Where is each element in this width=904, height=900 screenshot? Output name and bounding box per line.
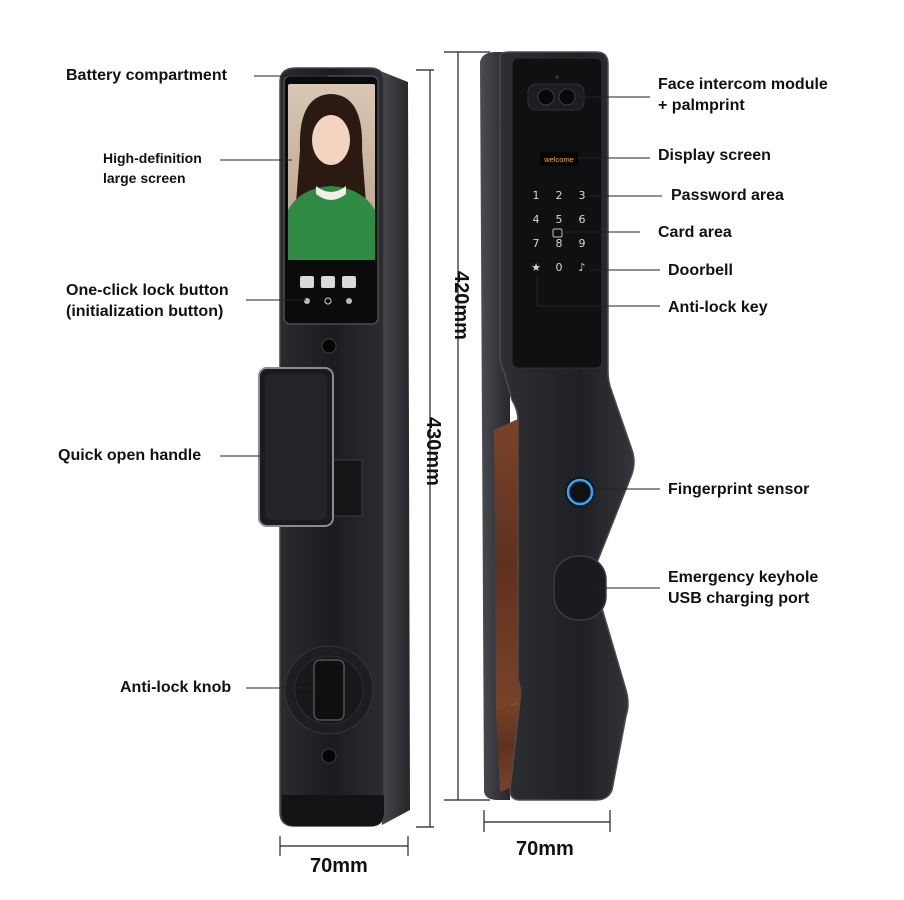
label-one-click-lock-line2: (initialization button)	[66, 303, 224, 320]
power-icon	[324, 297, 332, 305]
keypad-key[interactable]: 7	[533, 237, 540, 250]
dimension-back-width: 70mm	[310, 855, 368, 877]
dimension-front-height: 420mm	[449, 271, 472, 340]
quick-open-handle[interactable]	[258, 367, 363, 527]
keypad-key[interactable]: 6	[579, 213, 586, 226]
label-hd-screen-line2: large screen	[103, 170, 186, 186]
keypad-key[interactable]: 5	[556, 213, 563, 226]
lock-button-strip	[300, 276, 356, 305]
label-display-screen: Display screen	[658, 147, 771, 164]
dimension-lines	[279, 51, 611, 856]
lower-screw-hole	[321, 748, 337, 764]
keypad-key[interactable]: 3	[579, 189, 586, 202]
label-emergency-keyhole-line2: USB charging port	[668, 590, 810, 607]
label-one-click-lock: One-click lock button (initialization bu…	[66, 280, 229, 322]
keypad-key[interactable]: 9	[579, 237, 586, 250]
wood-inlay-upper	[494, 418, 524, 712]
inner-lock-bottom	[282, 795, 384, 826]
glass-panel	[511, 57, 603, 369]
label-fingerprint-sensor: Fingerprint sensor	[668, 481, 810, 498]
microphone-icon	[555, 75, 559, 79]
camera-lens-right-icon	[558, 88, 576, 106]
label-anti-lock-key: Anti-lock key	[668, 299, 768, 316]
keypad: 1 2 3 4 5 6 7 8 9 ★ 0 ♪	[531, 189, 585, 274]
label-quick-open-handle: Quick open handle	[58, 447, 202, 464]
keypad-key[interactable]: 1	[533, 189, 540, 202]
keypad-key[interactable]: 0	[556, 261, 563, 274]
keypad-key[interactable]: 8	[556, 237, 563, 250]
face-intercom-module	[527, 75, 585, 111]
label-face-intercom-line2: + palmprint	[658, 97, 745, 114]
dimension-front-width: 70mm	[516, 838, 574, 860]
label-hd-screen-line1: High-definition	[103, 150, 202, 166]
initialization-button[interactable]	[300, 276, 314, 288]
label-face-intercom-line1: Face intercom module	[658, 76, 828, 93]
display-screen: welcome	[540, 152, 578, 166]
keypad-key[interactable]: ★	[531, 261, 541, 274]
card-reader-icon	[552, 228, 563, 238]
label-password-area: Password area	[671, 187, 784, 204]
keypad-key[interactable]: 4	[533, 213, 540, 226]
label-face-intercom: Face intercom module + palmprint	[658, 74, 828, 116]
label-battery-compartment: Battery compartment	[66, 67, 227, 84]
label-emergency-keyhole-line1: Emergency keyhole	[668, 569, 819, 586]
label-doorbell: Doorbell	[668, 262, 733, 279]
label-one-click-lock-line1: One-click lock button	[66, 282, 229, 299]
label-hd-screen: High-definition large screen	[103, 148, 202, 188]
anti-lock-knob[interactable]	[284, 645, 374, 735]
label-anti-lock-knob: Anti-lock knob	[120, 679, 232, 696]
upper-screw-hole	[321, 338, 337, 354]
one-click-lock-button[interactable]	[321, 276, 335, 288]
dimension-back-height: 430mm	[421, 417, 444, 486]
keypad-key[interactable]: 2	[556, 189, 563, 202]
unlock-button[interactable]	[342, 276, 356, 288]
keypad-key[interactable]: ♪	[578, 261, 585, 274]
unlock-icon	[346, 298, 352, 304]
label-emergency-keyhole: Emergency keyhole USB charging port	[668, 567, 818, 609]
label-card-area: Card area	[658, 224, 732, 241]
lock-icon	[304, 298, 310, 304]
inner-lock-side-edge	[378, 70, 410, 825]
welcome-text: welcome	[543, 155, 574, 164]
fingerprint-sensor[interactable]	[565, 477, 595, 507]
camera-lens-left-icon	[537, 88, 555, 106]
callout-lines	[220, 75, 662, 689]
hd-screen	[288, 84, 375, 260]
